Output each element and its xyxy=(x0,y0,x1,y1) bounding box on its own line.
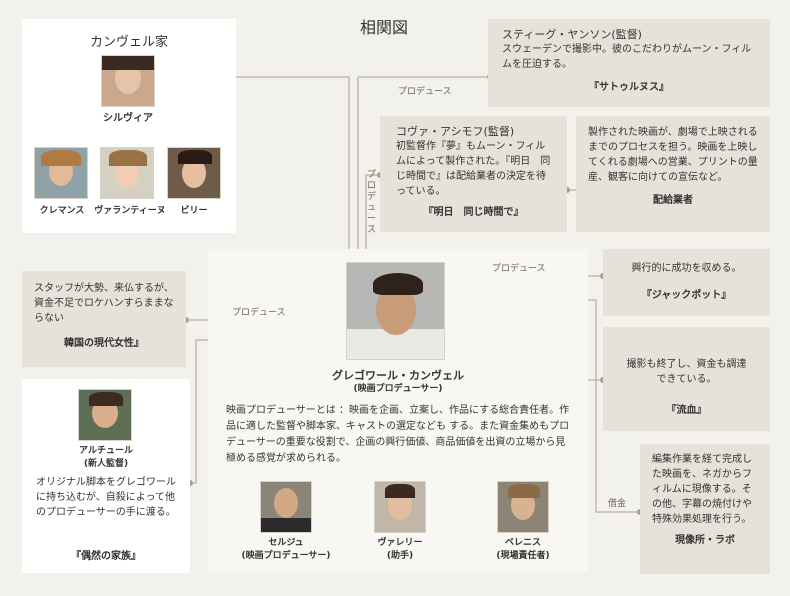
ryuketsu-panel: 撮影も終了し、資金も調達できている。 『流血』 xyxy=(603,327,770,431)
berenice-photo xyxy=(497,481,549,533)
gregoire-role: (映画プロデューサー) xyxy=(353,384,443,394)
korea-desc: スタッフが大勢、来仏するが、資金不足でロケハンすらままならない xyxy=(34,283,174,324)
kova-film: 『明日 同じ時間で』 xyxy=(423,207,524,218)
gregoire-name: グレゴワール・カンヴェル xyxy=(332,369,464,382)
sylvia-name: シルヴィア xyxy=(103,113,153,124)
arthur-desc: オリジナル脚本をグレゴワールに持ち込むが、自殺によって他のプロデューサーの手に渡… xyxy=(36,477,176,518)
label-loan: 借金 xyxy=(608,499,627,509)
valentine-name: ヴァランティーヌ xyxy=(94,206,166,216)
stig-name: スティーグ・ヤンソン(監督) xyxy=(502,28,642,41)
line-stig xyxy=(357,76,490,262)
valerie-photo xyxy=(374,481,426,533)
ryuketsu-film: 『流血』 xyxy=(666,405,707,416)
valentine-photo xyxy=(100,147,154,199)
label-produce-jackpot: プロデュース xyxy=(492,264,546,274)
page-title: 相関図 xyxy=(360,18,409,37)
jackpot-panel: 興行的に成功を収める。 『ジャックポット』 xyxy=(603,249,770,316)
staff-name-2: ヴァレリー xyxy=(377,538,423,548)
ryuketsu-desc: 撮影も終了し、資金も調達できている。 xyxy=(626,359,747,385)
korea-film: 韓国の現代女性』 xyxy=(64,338,144,349)
kova-name: コヴァ・アシモフ(監督) xyxy=(396,125,515,138)
staff-role-3: (現場責任者) xyxy=(496,551,550,561)
label-produce-korea: プロデュース xyxy=(232,308,286,318)
family-heading: カンヴェル家 xyxy=(89,35,168,50)
kova-panel: コヴァ・アシモフ(監督) 初監督作『夢』もムーン・フィルムによって製作された。『… xyxy=(380,116,567,232)
arthur-film: 『偶然の家族』 xyxy=(71,551,141,562)
billy-photo xyxy=(167,147,221,199)
billy-name: ビリー xyxy=(180,206,208,216)
clemence-photo xyxy=(34,147,88,199)
lab-panel: 編集作業を経て完成した映画を、ネガからフィルムに現像する。その他、字幕の焼付けや… xyxy=(640,444,770,574)
arthur-role: (新人監督) xyxy=(83,459,129,469)
jackpot-film: 『ジャックポット』 xyxy=(641,290,732,301)
line-lab xyxy=(588,299,640,513)
family-panel: カンヴェル家 シルヴィア クレマンス ヴァランティーヌ ビリー xyxy=(22,19,236,233)
distributor-name: 配給業者 xyxy=(653,195,693,206)
stig-desc: スウェーデンで撮影中。彼のこだわりがムーン・フィルムを圧迫する。 xyxy=(502,44,752,70)
staff-name-3: ベレニス xyxy=(504,538,541,548)
arthur-panel: アルチュール (新人監督) オリジナル脚本をグレゴワールに持ち込むが、自殺によっ… xyxy=(22,379,190,573)
kova-desc: 初監督作『夢』もムーン・フィルムによって製作された。『明日 同じ時間で』は配給業… xyxy=(396,141,551,197)
stig-film: 『サトゥルヌス』 xyxy=(589,82,669,93)
lab-desc: 編集作業を経て完成した映画を、ネガからフィルムに現像する。その他、字幕の焼付けや… xyxy=(652,454,752,525)
arthur-photo xyxy=(78,389,132,441)
korea-panel: スタッフが大勢、来仏するが、資金不足でロケハンすらままならない 韓国の現代女性』 xyxy=(22,271,186,367)
stig-panel: スティーグ・ヤンソン(監督) スウェーデンで撮影中。彼のこだわりがムーン・フィル… xyxy=(488,19,770,107)
gregoire-photo xyxy=(346,262,445,360)
gregoire-panel: グレゴワール・カンヴェル (映画プロデューサー) 映画プロデューサーとは ：映画… xyxy=(208,249,588,573)
line-kova xyxy=(365,174,380,262)
staff-name-1: セルジュ xyxy=(268,538,304,548)
label-produce-stig: プロデュース xyxy=(398,87,452,97)
clemence-name: クレマンス xyxy=(39,206,85,216)
jackpot-desc: 興行的に成功を収める。 xyxy=(631,263,742,274)
gregoire-desc: 映画プロデューサーとは ：映画を企画、立案し、作品にする総合責任者。作品に適した… xyxy=(226,405,570,464)
distributor-panel: 製作された映画が、劇場で上映されるまでのプロセスを担う。映画を上映してくれる劇場… xyxy=(576,116,770,232)
serge-photo xyxy=(260,481,312,533)
distributor-desc: 製作された映画が、劇場で上映されるまでのプロセスを担う。映画を上映してくれる劇場… xyxy=(588,127,758,183)
staff-role-1: (映画プロデューサー) xyxy=(241,551,331,561)
lab-name: 現像所・ラボ xyxy=(675,535,735,546)
sylvia-photo xyxy=(101,55,155,107)
arthur-name: アルチュール xyxy=(79,446,133,456)
staff-role-2: (助手) xyxy=(386,551,414,561)
label-produce-kova: プロデュース xyxy=(367,170,377,235)
